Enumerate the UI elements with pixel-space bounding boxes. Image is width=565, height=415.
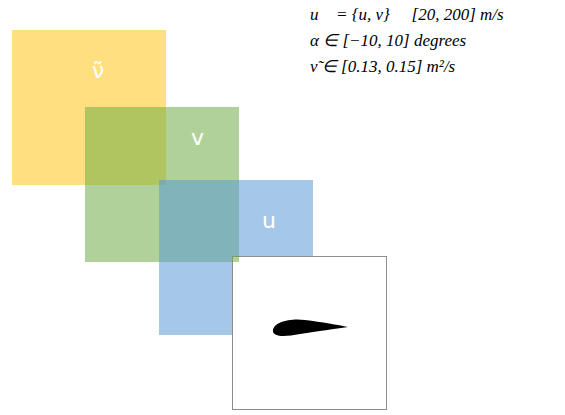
- field-square: u: [159, 180, 313, 335]
- field-label: v: [191, 127, 204, 149]
- parameter-range: u⃗ = {u, v} ∈ [20, 200] m/s: [310, 6, 504, 25]
- field-label: u: [262, 210, 276, 232]
- parameter-range: α ∈ [−10, 10] degrees: [310, 32, 466, 51]
- image-frame: [233, 257, 387, 410]
- airfoil-shape: [273, 319, 348, 335]
- square-fill: [159, 180, 313, 335]
- field-label: ν̃: [92, 60, 104, 82]
- parameter-range: ν̃ ∈ [0.13, 0.15] m²/s: [310, 58, 455, 77]
